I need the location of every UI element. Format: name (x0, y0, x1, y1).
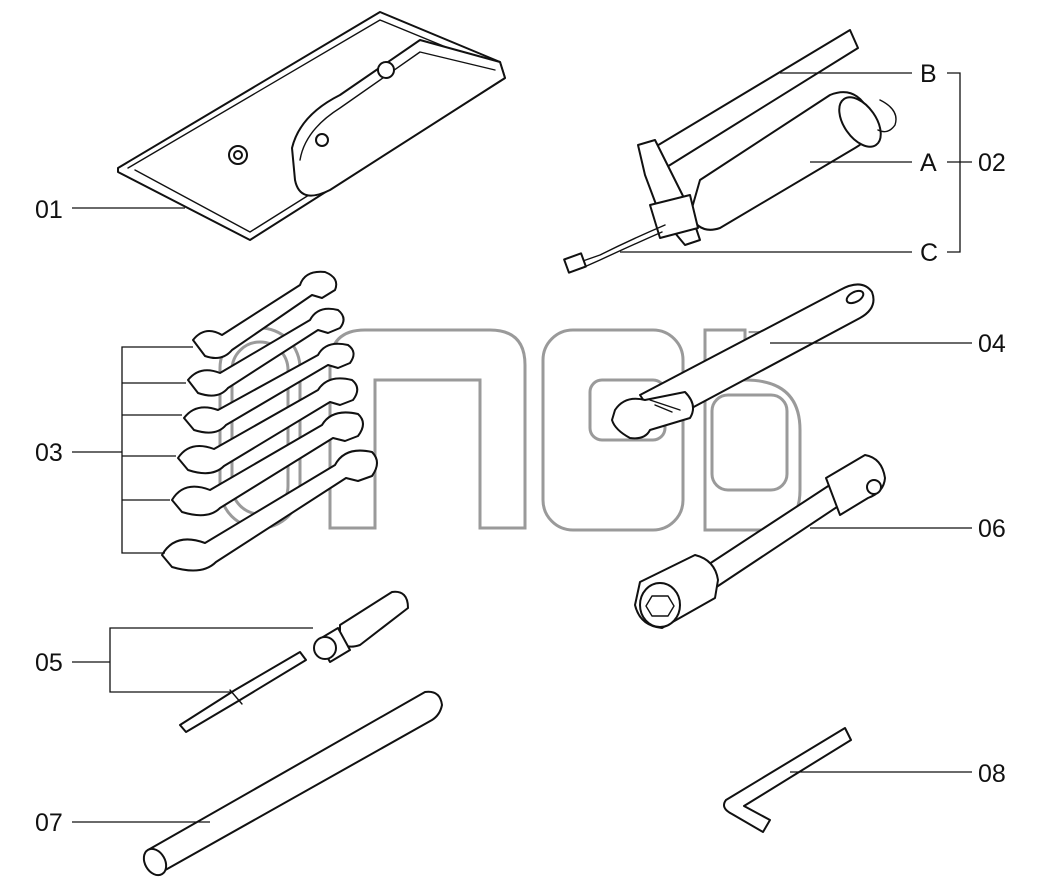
adjustable-wrench (611, 283, 875, 440)
callout-02-a: A (920, 149, 937, 177)
callout-02-b: B (920, 60, 937, 88)
spanner-set (161, 270, 378, 572)
box-spanner (634, 454, 886, 629)
tool-pouch (117, 11, 506, 241)
callout-07: 07 (35, 809, 63, 837)
callout-04: 04 (978, 330, 1006, 358)
screwdriver (179, 590, 409, 733)
callout-02-c: C (920, 239, 938, 267)
callout-02: 02 (978, 149, 1006, 177)
callout-01: 01 (35, 196, 63, 224)
callout-03: 03 (35, 439, 63, 467)
bracket-03 (121, 346, 193, 554)
tommy-bar (142, 690, 443, 877)
hex-key (723, 727, 852, 833)
callout-06: 06 (978, 515, 1006, 543)
callout-05: 05 (35, 649, 63, 677)
callout-08: 08 (978, 760, 1006, 788)
grease-gun (563, 29, 897, 274)
bracket-05 (109, 627, 313, 693)
